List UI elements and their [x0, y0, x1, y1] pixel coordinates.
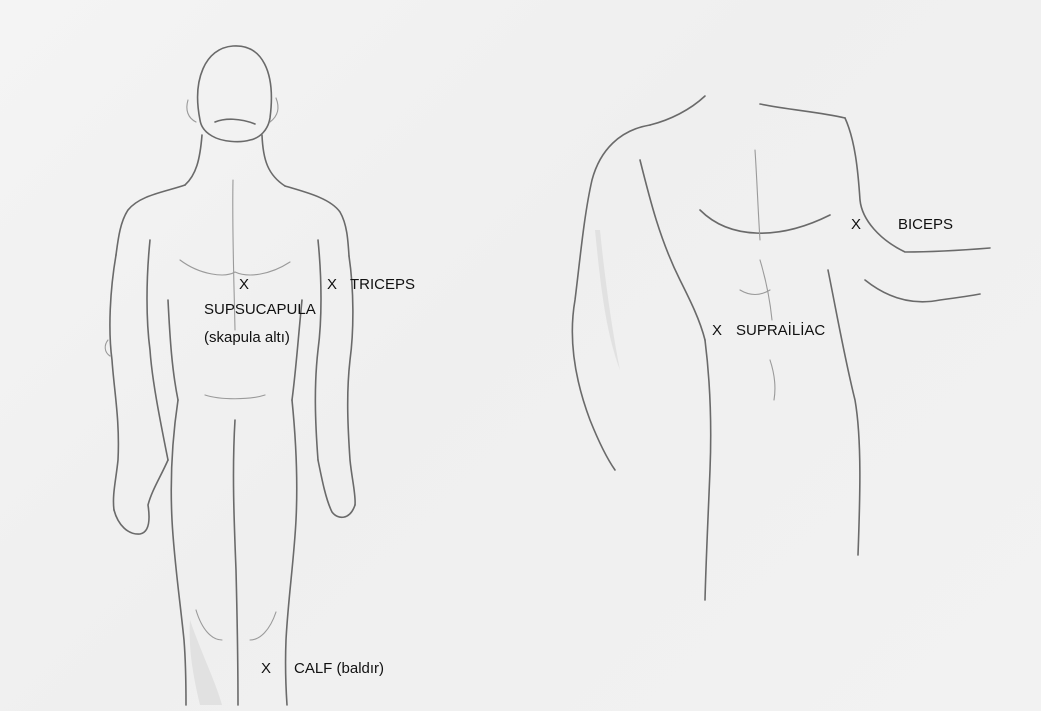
front-torso-figure	[572, 96, 990, 600]
calf-label: CALF (baldır)	[294, 660, 384, 678]
triceps-marker: X	[327, 276, 337, 294]
biceps-label: BICEPS	[898, 216, 953, 234]
subscapula-marker: X	[239, 276, 249, 294]
triceps-label: TRICEPS	[350, 276, 415, 294]
subscapula-label-translation: (skapula altı)	[204, 329, 290, 347]
subscapula-label: SUPSUCAPULA	[204, 301, 316, 319]
suprailiac-label: SUPRAİLİAC	[736, 322, 825, 340]
suprailiac-marker: X	[712, 322, 722, 340]
biceps-marker: X	[851, 216, 861, 234]
calf-marker: X	[261, 660, 271, 678]
back-view-figure	[105, 46, 355, 705]
